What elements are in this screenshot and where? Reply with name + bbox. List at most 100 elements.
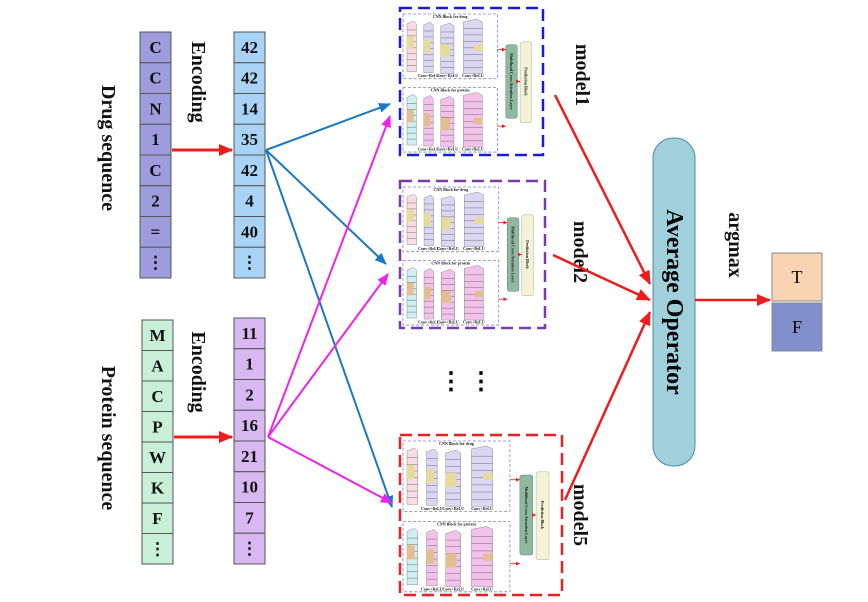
drug-to-model2-arrow: [265, 149, 387, 265]
protein-sequence-cell: W: [141, 441, 174, 473]
drug-sequence-token: C: [149, 38, 161, 57]
model1-label: model1: [571, 44, 593, 106]
drug-sequence-cell: =: [139, 216, 172, 248]
cnn-drug-layer: [463, 18, 483, 74]
protein-encoded-token: 2: [245, 385, 254, 404]
protein-encoded-cell: 2: [233, 379, 266, 411]
conv-relu-label: Conv+ReLU: [471, 586, 493, 591]
cnn-drug-layer: [423, 21, 434, 73]
conv-relu-label: Conv+ReLU: [437, 246, 459, 251]
protein-sequence-cell: P: [141, 411, 174, 443]
attention-layer-label: Multihead Cross Attention Layer: [509, 53, 514, 110]
model5-to-average-arrow: [563, 311, 652, 501]
average-operator-box: [652, 137, 696, 467]
conv-relu-label: Conv+ReLU: [421, 586, 443, 591]
cnn-protein-layer: [426, 529, 438, 586]
protein-to-model1-arrow: [267, 115, 391, 438]
drug-encoded-token: 42: [241, 38, 258, 57]
drug-sequence-cell: C: [139, 154, 172, 187]
cnn-drug-layer: [406, 20, 417, 72]
cnn-protein-frame: [402, 259, 500, 326]
protein-sequence-token: ⋮: [149, 539, 166, 558]
cnn-protein-layer: [441, 269, 455, 321]
conv-relu-label: Conv+ReLU: [437, 73, 459, 78]
cnn-protein-layer: [423, 95, 434, 147]
protein-sequence-token: P: [152, 417, 162, 436]
cnn-protein-title: CNN Block for protein: [431, 87, 471, 92]
model1-to-average-arrow: [553, 94, 652, 285]
protein-encoded-cell: 10: [233, 471, 266, 503]
drug-encoded-token: 14: [241, 99, 259, 118]
drug-encoding-label: Encoding: [187, 41, 209, 122]
drug-sequence-token: C: [149, 161, 161, 180]
drug-sequence-cell: N: [139, 93, 172, 125]
drug-sequence-cell: ⋮: [139, 246, 172, 279]
protein-encoded-cell: 21: [233, 440, 266, 473]
protein-encoded-cell: 11: [233, 317, 266, 350]
conv-relu-label: Conv+ReLU: [463, 320, 485, 325]
conv-relu-label: Conv+ReLU: [442, 586, 464, 591]
protein-encoded-cell: ⋮: [233, 532, 266, 565]
cnn-drug-frame: [402, 440, 511, 512]
protein-sequence-token: M: [149, 326, 165, 345]
drug-sequence-token: C: [149, 69, 161, 88]
drug-encoded-cell: 35: [233, 123, 266, 156]
protein-encoding-label: Encoding: [187, 331, 209, 412]
drug-sequence-token: =: [151, 222, 161, 241]
cnn-drug-layer: [406, 193, 417, 245]
drug-encoded-token: 40: [241, 222, 258, 241]
prediction-block: [535, 471, 550, 561]
cnn-protein-title: CNN Block for protein: [431, 260, 471, 265]
cnn-drug-layer: [441, 195, 455, 247]
cnn-protein-layer: [471, 526, 494, 587]
drug-to-model5-arrow: [265, 149, 394, 508]
cnn-drug-layer: [471, 445, 494, 507]
conv-relu-label: Conv+ReLU: [471, 506, 493, 511]
cnn-drug-layer: [440, 22, 455, 74]
protein-sequence-token: C: [151, 387, 163, 406]
drug-sequence-cell: 1: [139, 123, 172, 156]
cnn-drug-layer: [423, 194, 434, 246]
average-operator-label: Average Operator: [661, 209, 687, 395]
models-ellipsis: ⋮ ⋮: [439, 369, 493, 395]
cnn-drug-title: CNN Block for drug: [439, 441, 474, 446]
cnn-drug-layer: [426, 448, 438, 506]
conv-relu-label: Conv+ReLU: [418, 246, 440, 251]
prediction-block-label: Prediction Block: [540, 501, 545, 530]
protein-to-model5-arrow: [267, 436, 393, 504]
conv-relu-label: Conv+ReLU: [437, 320, 459, 325]
cnn-drug-layer: [406, 447, 418, 505]
conv-relu-label: Conv+ReLU: [463, 246, 485, 251]
protein-sequence-cell: M: [141, 319, 174, 351]
argmax-label: argmax: [724, 212, 746, 278]
cnn-drug-layer: [464, 191, 484, 247]
cnn-protein-layer: [406, 267, 417, 319]
cnn-drug-frame: [402, 186, 500, 253]
output-false-box: [771, 302, 823, 352]
cnn-drug-layer: [445, 449, 461, 507]
conv-relu-label: Conv+ReLU: [418, 147, 440, 152]
conv-relu-label: Conv+ReLU: [421, 506, 443, 511]
cnn-drug-title: CNN Block for drug: [433, 187, 468, 192]
cnn-protein-frame: [402, 86, 498, 153]
protein-sequence-cell: K: [141, 472, 174, 504]
drug-encoded-token: ⋮: [241, 253, 258, 272]
output-true-label: T: [792, 267, 803, 287]
protein-sequence-cell: ⋮: [141, 533, 174, 565]
protein-sequence-label: Protein sequence: [97, 366, 119, 511]
drug-encoded-cell: 42: [233, 31, 266, 64]
protein-encoded-cell: 1: [233, 348, 266, 380]
protein-to-model2-arrow: [267, 273, 389, 438]
cnn-protein-layer: [423, 268, 434, 320]
cnn-drug-title: CNN Block for drug: [433, 14, 468, 19]
drug-encoded-token: 4: [245, 192, 254, 211]
protein-sequence-token: A: [151, 356, 164, 375]
drug-encoded-cell: 42: [233, 154, 266, 187]
model2-label: model2: [569, 221, 591, 283]
cnn-protein-layer: [440, 96, 455, 148]
conv-relu-label: Conv+ReLU: [418, 73, 440, 78]
output-false-label: F: [792, 317, 802, 337]
